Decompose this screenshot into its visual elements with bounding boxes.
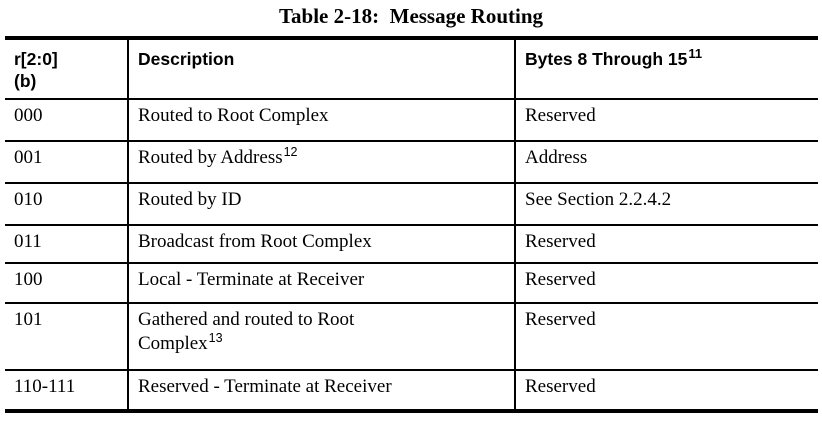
table-row: 100 Local - Terminate at Receiver Reserv… [5,263,818,304]
cell-description: Routed by ID [128,183,516,226]
message-routing-table: r[2:0] (b) Description Bytes 8 Through 1… [5,36,818,413]
col-header-description: Description [128,38,516,100]
cell-r-value: 101 [5,303,129,371]
cell-r-value: 000 [5,99,129,142]
description-text: Gathered and routed to Root Complex13 [138,308,418,357]
r-value-text: 010 [14,189,43,210]
cell-bytes: Reserved [515,303,818,371]
bytes-text: Address [525,147,588,168]
cell-bytes: Reserved [515,263,818,304]
bytes-text: Reserved [525,269,596,290]
cell-r-value: 011 [5,225,129,264]
col-header-bytes: Bytes 8 Through 1511 [515,38,818,100]
cell-bytes: Reserved [515,99,818,142]
cell-r-value: 010 [5,183,129,226]
footnote-ref-13: 13 [208,331,223,345]
cell-r-value: 001 [5,141,129,184]
description-main: Routed to Root Complex [138,105,329,126]
description-main: Reserved - Terminate at Receiver [138,376,392,397]
cell-description: Routed by Address12 [128,141,516,184]
col-header-r-line1: r[2:0] [14,49,58,69]
r-value-text: 101 [14,309,43,330]
bytes-text: Reserved [525,309,596,330]
description-main: Broadcast from Root Complex [138,231,372,252]
cell-r-value: 110-111 [5,370,129,412]
cell-bytes: Address [515,141,818,184]
bytes-text: See Section 2.2.4.2 [525,189,672,210]
table-row: 000 Routed to Root Complex Reserved [5,99,818,142]
bytes-text: Reserved [525,231,596,252]
description-main: Gathered and routed to Root Complex [138,309,355,354]
r-value-text: 011 [14,231,42,252]
cell-bytes: Reserved [515,225,818,264]
description-main: Routed by Address [138,147,283,168]
cell-description: Local - Terminate at Receiver [128,263,516,304]
table-row: 101 Gathered and routed to Root Complex1… [5,303,818,371]
description-text: Routed to Root Complex [138,105,330,126]
table-row: 011 Broadcast from Root Complex Reserved [5,225,818,264]
table-row: 001 Routed by Address12 Address [5,141,818,184]
col-header-description-text: Description [138,49,235,69]
footnote-ref-11: 11 [688,46,703,61]
cell-description: Gathered and routed to Root Complex13 [128,303,516,371]
description-main: Routed by ID [138,189,242,210]
description-text: Broadcast from Root Complex [138,231,373,252]
cell-description: Routed to Root Complex [128,99,516,142]
table-title-text: Table 2-18: Message Routing [278,4,544,28]
bytes-text: Reserved [525,105,596,126]
col-header-r-line2: (b) [14,71,37,91]
cell-bytes: See Section 2.2.4.2 [515,183,818,226]
cell-description: Reserved - Terminate at Receiver [128,370,516,412]
cell-bytes: Reserved [515,370,818,412]
table-row: 110-111 Reserved - Terminate at Receiver… [5,370,818,412]
cell-description: Broadcast from Root Complex [128,225,516,264]
header-row: r[2:0] (b) Description Bytes 8 Through 1… [5,38,818,100]
r-value-text: 001 [14,147,43,168]
r-value-text: 000 [14,105,43,126]
r-value-text: 100 [14,269,43,290]
cell-r-value: 100 [5,263,129,304]
table-title: Table 2-18: Message Routing [0,3,822,29]
description-main: Local - Terminate at Receiver [138,269,365,290]
description-text: Routed by Address12 [138,145,298,168]
description-text: Routed by ID [138,189,242,210]
table-row: 010 Routed by ID See Section 2.2.4.2 [5,183,818,226]
bytes-text: Reserved [525,376,596,397]
col-header-bytes-text: Bytes 8 Through 15 [525,49,688,69]
description-text: Local - Terminate at Receiver [138,269,365,290]
col-header-r: r[2:0] (b) [5,38,129,100]
description-text: Reserved - Terminate at Receiver [138,376,393,397]
footnote-ref-12: 12 [283,145,298,159]
r-value-text: 110-111 [14,376,76,397]
